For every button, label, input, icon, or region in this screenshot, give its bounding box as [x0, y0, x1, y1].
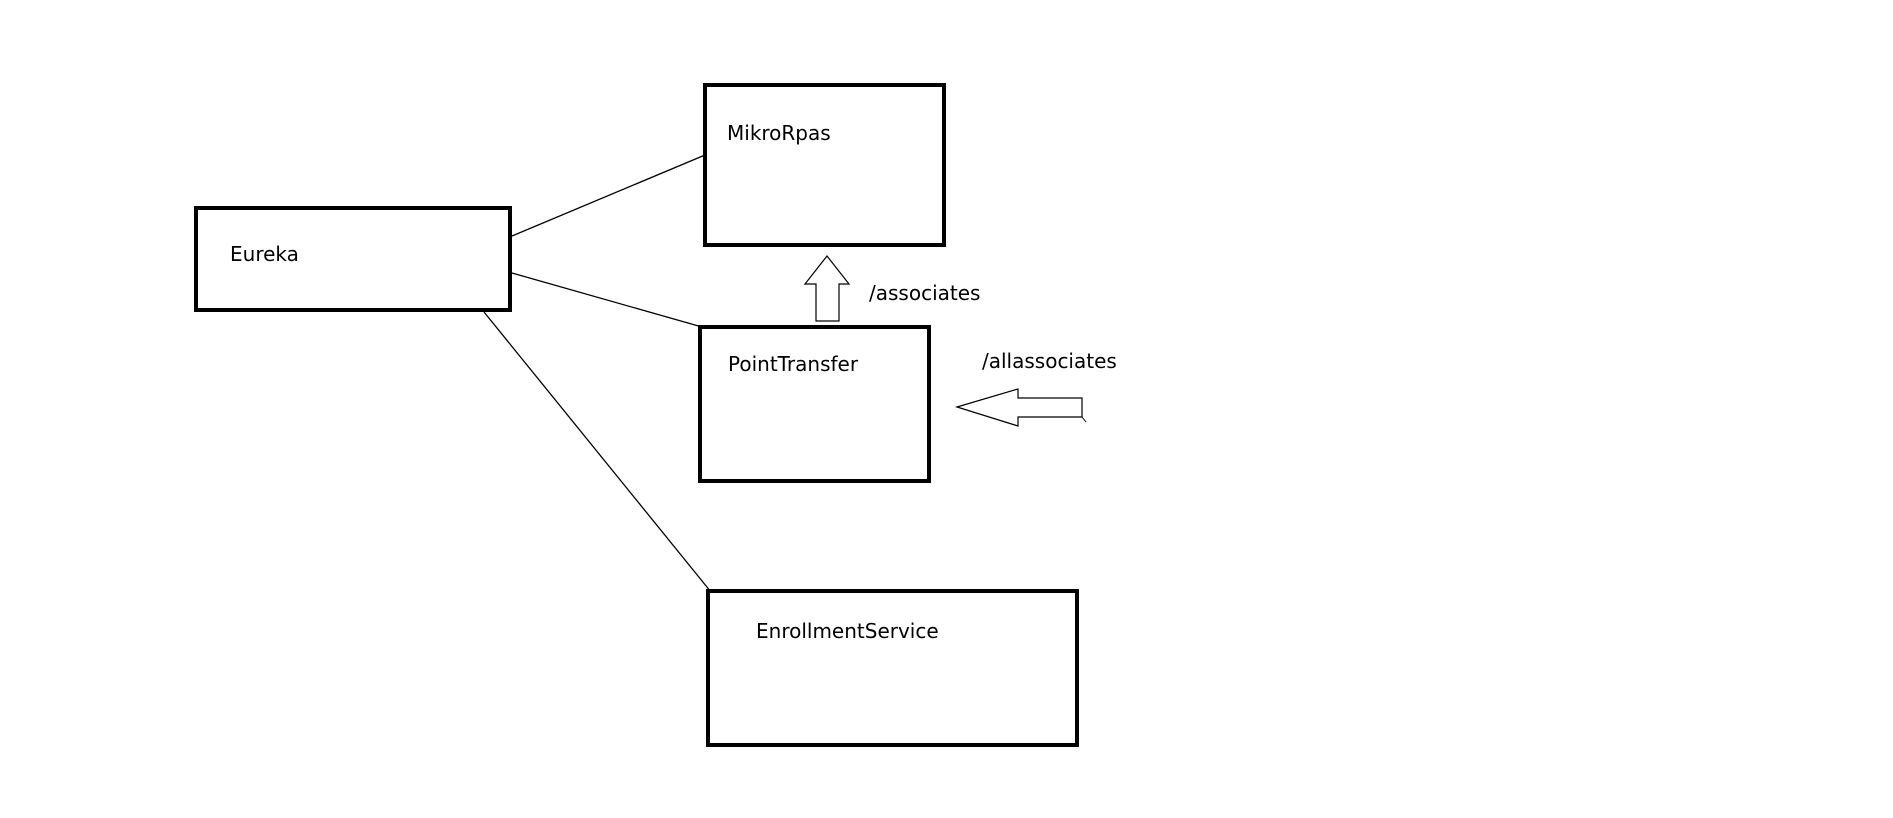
node-eureka: Eureka	[194, 206, 512, 312]
node-enrollmentservice: EnrollmentService	[706, 589, 1079, 747]
edge-eureka-mikrorpas	[511, 154, 706, 237]
node-mikrorpas: MikroRpas	[703, 83, 946, 247]
node-mikrorpas-label: MikroRpas	[727, 121, 831, 145]
arrow-up-associates	[803, 255, 851, 322]
arrow-label-associates: /associates	[869, 281, 981, 305]
arrow-label-allassociates: /allassociates	[982, 349, 1117, 373]
edge-eureka-enrollment	[483, 311, 712, 593]
node-pointtransfer-label: PointTransfer	[728, 352, 859, 376]
node-pointtransfer: PointTransfer	[698, 325, 931, 483]
arrow-left-allassociates	[954, 388, 1083, 427]
node-enrollmentservice-label: EnrollmentService	[756, 619, 939, 643]
edge-eureka-pointtransfer	[511, 272, 703, 328]
node-eureka-label: Eureka	[230, 242, 299, 266]
arrow-left-tail-mark	[1081, 416, 1087, 423]
